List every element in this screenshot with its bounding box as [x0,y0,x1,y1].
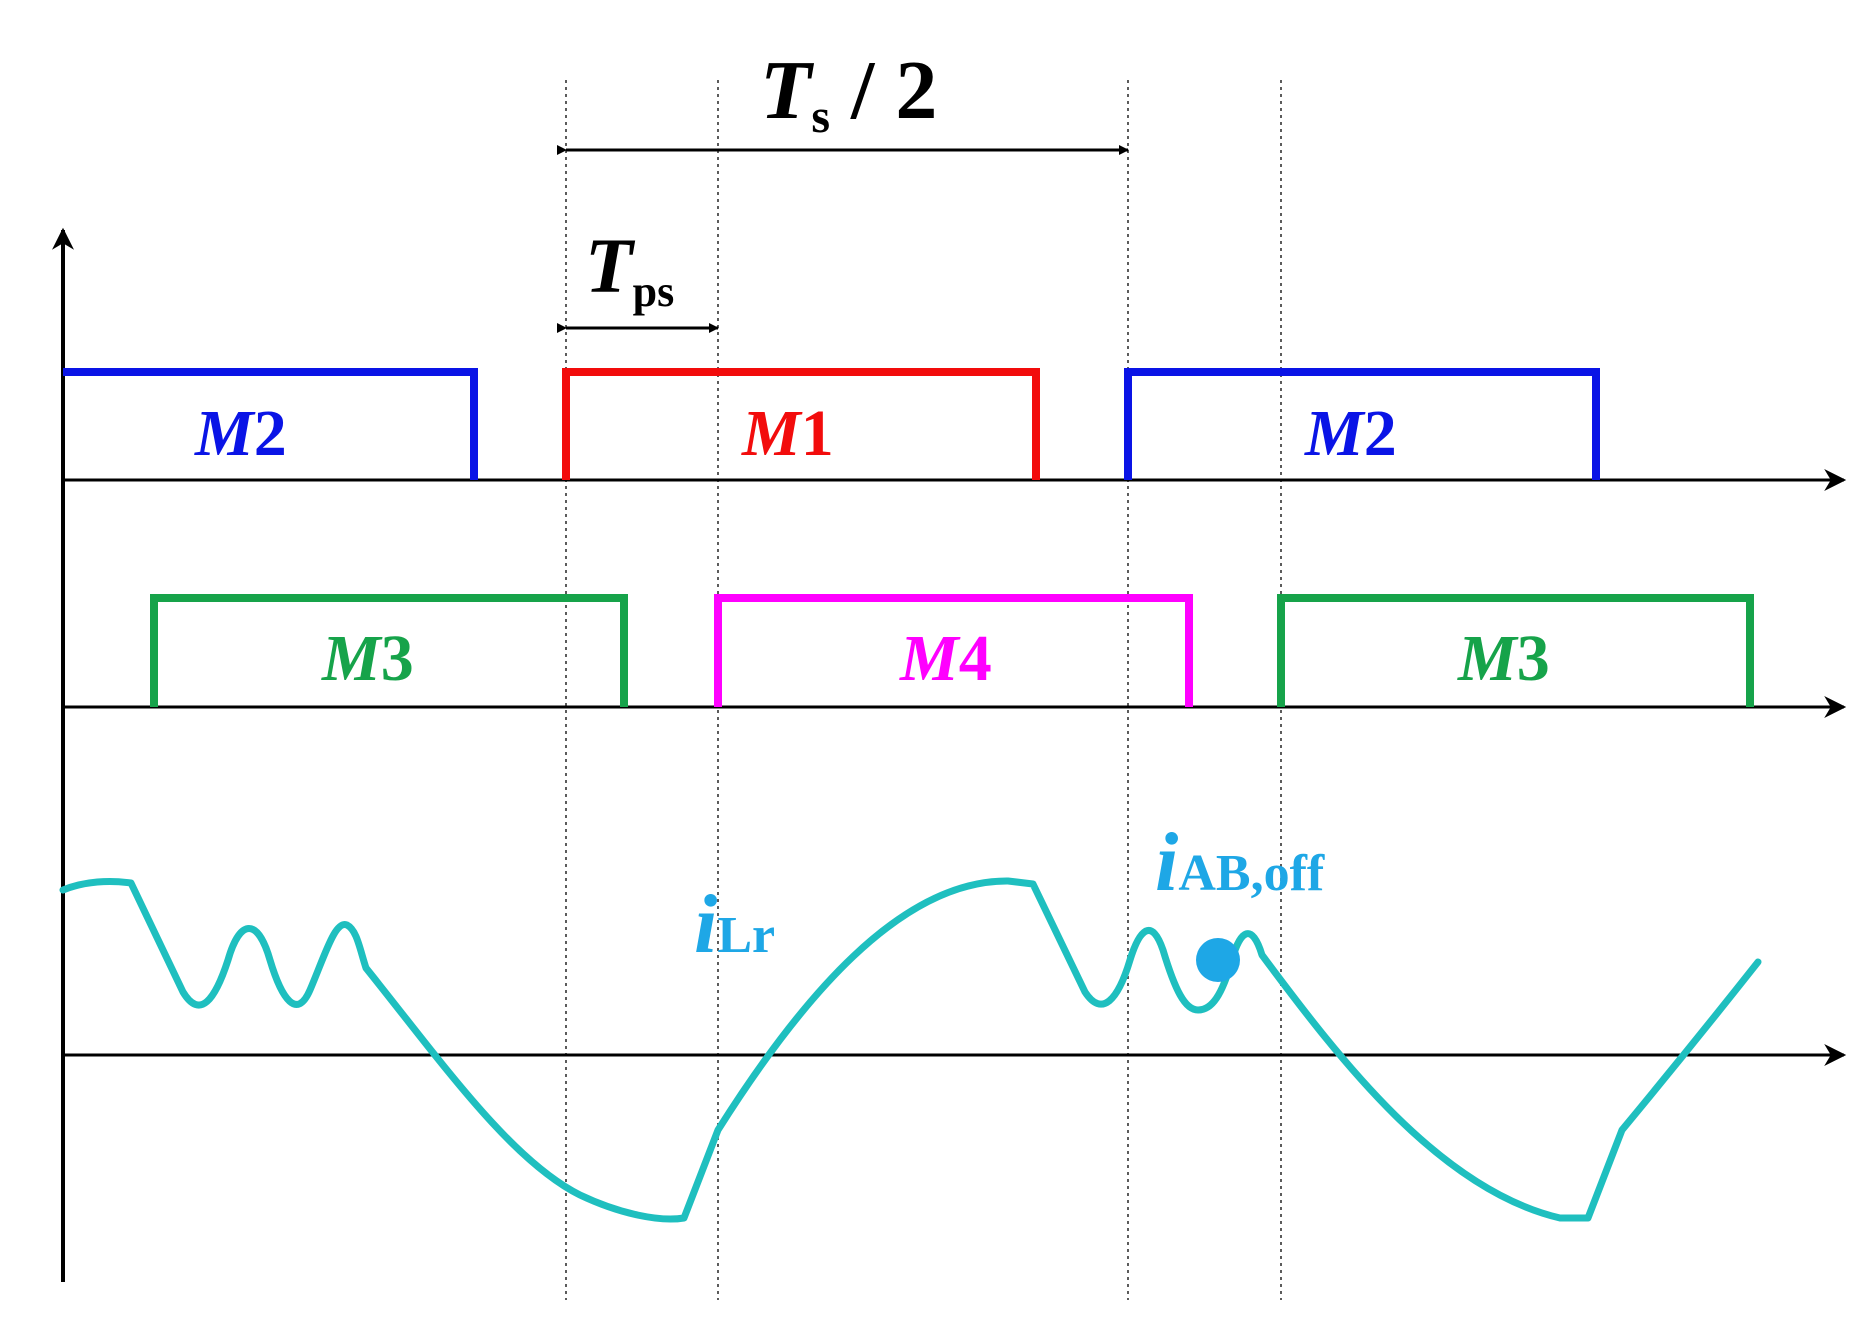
pulse-label-m3-right: M3 [1457,622,1550,695]
pulse-m4: M4 [714,594,1193,707]
iab-off-marker [1196,938,1240,982]
tps-label: Tps [585,222,674,316]
pulse-label-m3-left: M3 [321,622,414,695]
pulse-label-m2-left: M2 [194,397,287,470]
pulse-m3-right: M3 [1277,594,1754,707]
pulse-shape-m2-right [1124,368,1600,480]
pulse-m2-left: M2 [63,368,478,480]
pulse-m3-left: M3 [150,594,628,707]
pulse-label-m4: M4 [899,622,992,695]
pulse-shape-m2-left [63,368,478,480]
pulse-shape-m4 [714,594,1193,707]
ts-half-label: Ts / 2 [760,44,937,143]
pulse-m1: M1 [562,368,1040,480]
iab-off-label: iAB,off [1155,816,1325,909]
ts-half-dimension: Ts / 2 [557,44,1129,155]
pulse-shape-m3-left [150,594,628,707]
ilr-label: iLr [694,878,775,971]
time-axes [63,469,1847,1066]
pulse-label-m1: M1 [741,397,834,470]
pulse-shape-m3-right [1277,594,1754,707]
pulse-label-m2-right: M2 [1304,397,1397,470]
tps-dimension: Tps [557,222,719,333]
pulse-m2-right: M2 [1124,368,1600,480]
ilr-waveform [59,877,1762,1223]
pulse-shape-m1 [562,368,1040,480]
